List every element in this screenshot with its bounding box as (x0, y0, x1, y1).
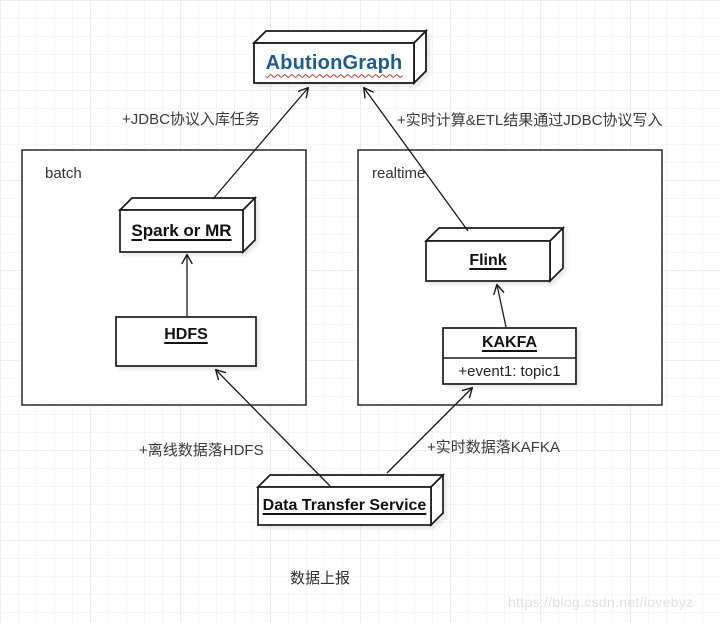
edge-kafka-to-flink (493, 283, 507, 328)
flink-label: Flink (469, 252, 507, 269)
realtime-container-label: realtime (372, 165, 426, 182)
spark-label: Spark or MR (131, 221, 232, 240)
watermark-url: https://blog.csdn.net/lovebyz (508, 594, 694, 610)
batch-container-label: batch (45, 165, 82, 182)
node-kafka-shape (442, 327, 577, 385)
node-spark-shape (117, 195, 258, 255)
edge-spark-to-abutiongraph (212, 86, 310, 200)
node-abutiongraph-shape (251, 28, 429, 86)
kafka-title-label: KAKFA (481, 334, 538, 351)
abutiongraph-label: AbutionGraph (265, 51, 403, 74)
edge-label-offline-hdfs: +离线数据落HDFS (139, 442, 264, 459)
node-flink-shape (423, 225, 566, 284)
edge-flink-to-abutiongraph (363, 86, 469, 232)
node-hdfs-shape (115, 316, 257, 367)
edge-label-jdbc-ingest: +JDBC协议入库任务 (122, 111, 260, 128)
hdfs-label: HDFS (164, 326, 208, 343)
kafka-attribute-label: +event1: topic1 (458, 362, 561, 380)
caption-data-report: 数据上报 (290, 570, 351, 587)
edge-label-realtime-write: +实时计算&ETL结果通过JDBC协议写入 (397, 112, 663, 129)
edge-dts-to-kafka (386, 386, 474, 474)
edge-dts-to-hdfs (214, 368, 331, 487)
dts-label: Data Transfer Service (262, 497, 427, 514)
edge-label-realtime-kafka: +实时数据落KAFKA (427, 439, 560, 456)
node-dts-shape (255, 472, 446, 528)
